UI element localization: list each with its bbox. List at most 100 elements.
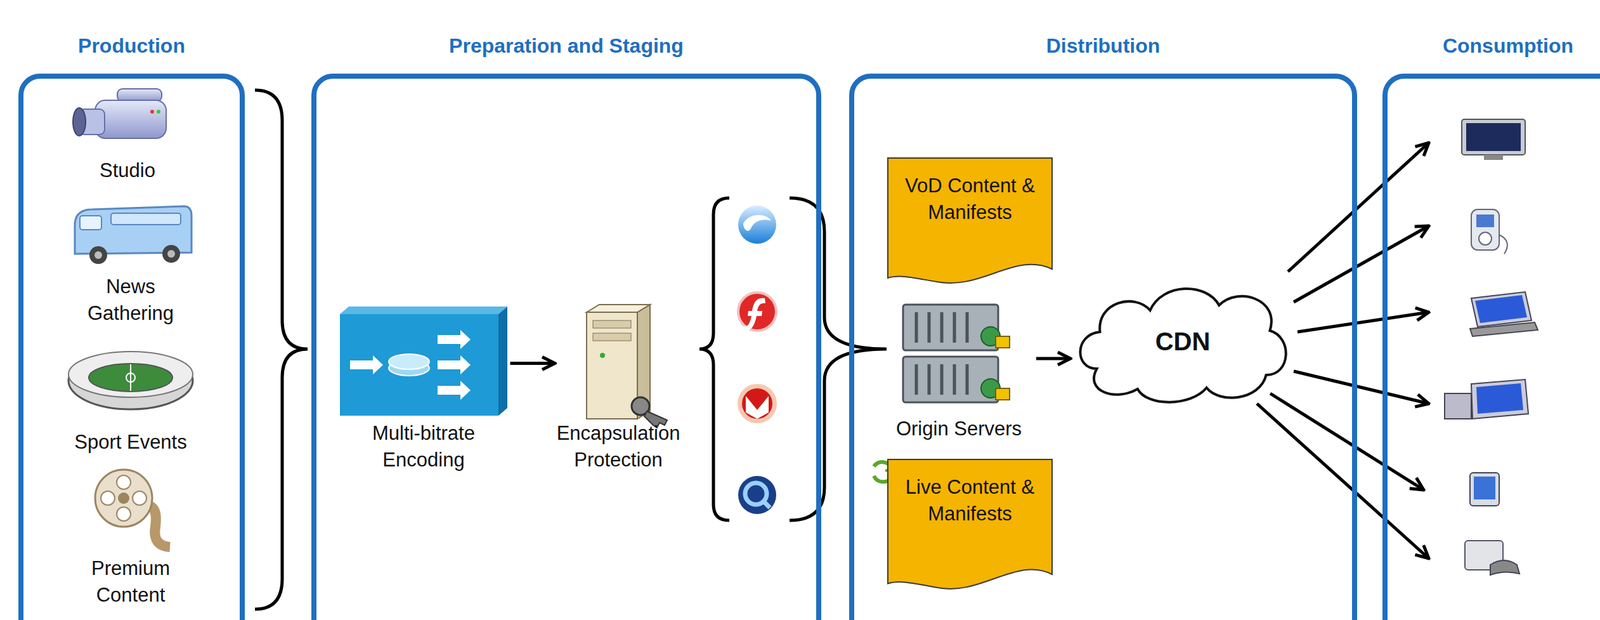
icon-label: Premium Content (86, 554, 176, 609)
studio-camera (156, 109, 161, 114)
origin-server-rack (940, 364, 944, 395)
icon-node: Origin Servers (882, 301, 1035, 443)
icon-node: News Gathering (64, 204, 198, 327)
device-icons (1478, 232, 1492, 245)
icon-space (882, 301, 1035, 416)
device-icons (1473, 476, 1496, 500)
film-reel (117, 492, 130, 504)
news-van (79, 215, 102, 230)
encoder-box (437, 380, 471, 400)
stadium (126, 372, 136, 382)
device-icons (1444, 393, 1472, 419)
studio-camera (72, 107, 86, 136)
icon-node: Encapsulation Protection (556, 306, 681, 474)
panel-frame (311, 73, 822, 620)
encoder-box (437, 355, 471, 375)
icon-label: Origin Servers (882, 415, 1035, 443)
film-reel (100, 490, 115, 505)
studio-camera (72, 88, 167, 139)
icon-label: Encapsulation Protection (556, 419, 681, 474)
cdn-arrows (1293, 370, 1429, 404)
server-tower (592, 320, 631, 328)
origin-server-rack (903, 304, 1010, 403)
connector-arrow (510, 361, 556, 365)
device-icons (1476, 214, 1495, 228)
film-reel (95, 469, 170, 547)
stage-panel: Consumption (1382, 73, 1600, 620)
server-tower (586, 304, 668, 428)
doc-label: Live Content & Manifests (892, 473, 1048, 527)
panel-frame (1382, 73, 1600, 620)
icon-space (64, 345, 198, 429)
device-icons (1471, 291, 1532, 327)
device-icons (1476, 383, 1524, 414)
origin-server-rack (965, 312, 970, 343)
stage-panel: Preparation and StagingMulti-bitrate Enc… (311, 73, 822, 620)
doc-text: VoD Content & Manifests (885, 156, 1054, 226)
icon-node: Studio (70, 88, 185, 184)
device-icons (1466, 123, 1521, 151)
origin-server-rack (965, 364, 970, 395)
device-icons (1483, 154, 1503, 160)
news-van (110, 213, 181, 225)
format-logos (738, 475, 777, 514)
server-tower (592, 332, 631, 341)
icon-label: Multi-bitrate Encoding (338, 419, 510, 474)
shape-path (887, 459, 1053, 589)
server-tower (599, 352, 605, 358)
stadium (68, 351, 193, 410)
format-logos (742, 298, 766, 332)
stadium (130, 364, 132, 391)
device-icons (1469, 472, 1500, 506)
origin-server-rack (995, 336, 1010, 348)
film-reel (116, 506, 131, 521)
studio-camera (95, 100, 167, 139)
cloud-shape: CDN (1071, 273, 1294, 409)
studio-camera (150, 109, 155, 114)
encoder-box (339, 313, 499, 416)
film-reel (95, 469, 153, 527)
panel-heading: Distribution (849, 32, 1358, 59)
icon-space (86, 464, 176, 555)
origin-server-rack (916, 312, 968, 395)
encoder-box (350, 355, 384, 375)
format-logos (738, 292, 777, 331)
icon-space (64, 204, 198, 274)
origin-server-rack (927, 364, 931, 395)
icon-label: Studio (70, 157, 185, 184)
origin-server-rack (927, 312, 931, 343)
server-tower (586, 304, 651, 313)
format-logos (745, 395, 769, 419)
encoder-box (339, 306, 508, 416)
origin-server-rack (953, 312, 957, 343)
device-icons (1471, 209, 1500, 250)
icon-node: Sport Events (64, 345, 198, 456)
braces (254, 90, 887, 609)
shape-path (887, 157, 1053, 283)
encoder-box (437, 329, 471, 349)
cloud-label: CDN (1155, 325, 1211, 357)
news-van (167, 249, 176, 258)
format-logos (737, 205, 777, 514)
server-tower (586, 312, 638, 419)
origin-server-rack (915, 364, 919, 395)
doc-text: Live Content & Manifests (885, 457, 1054, 527)
icon-node: Premium Content (86, 464, 176, 609)
icon-space (556, 306, 681, 420)
panel-heading: Consumption (1382, 32, 1600, 59)
panel-frame (18, 73, 245, 620)
news-van (162, 244, 181, 263)
device-icons (1471, 379, 1529, 419)
stage-panel: DistributionVoD Content & ManifestsOrigi… (849, 73, 1358, 620)
format-logos (737, 383, 777, 423)
format-logos (743, 214, 772, 231)
format-logos (741, 388, 773, 419)
encoder-box (388, 353, 430, 370)
film-reel (132, 490, 147, 505)
device-icons (1499, 234, 1508, 254)
encoder-box (350, 329, 471, 400)
cdn-arrows (1297, 312, 1429, 332)
icon-label: Sport Events (64, 428, 198, 456)
device-icons (1475, 294, 1528, 323)
